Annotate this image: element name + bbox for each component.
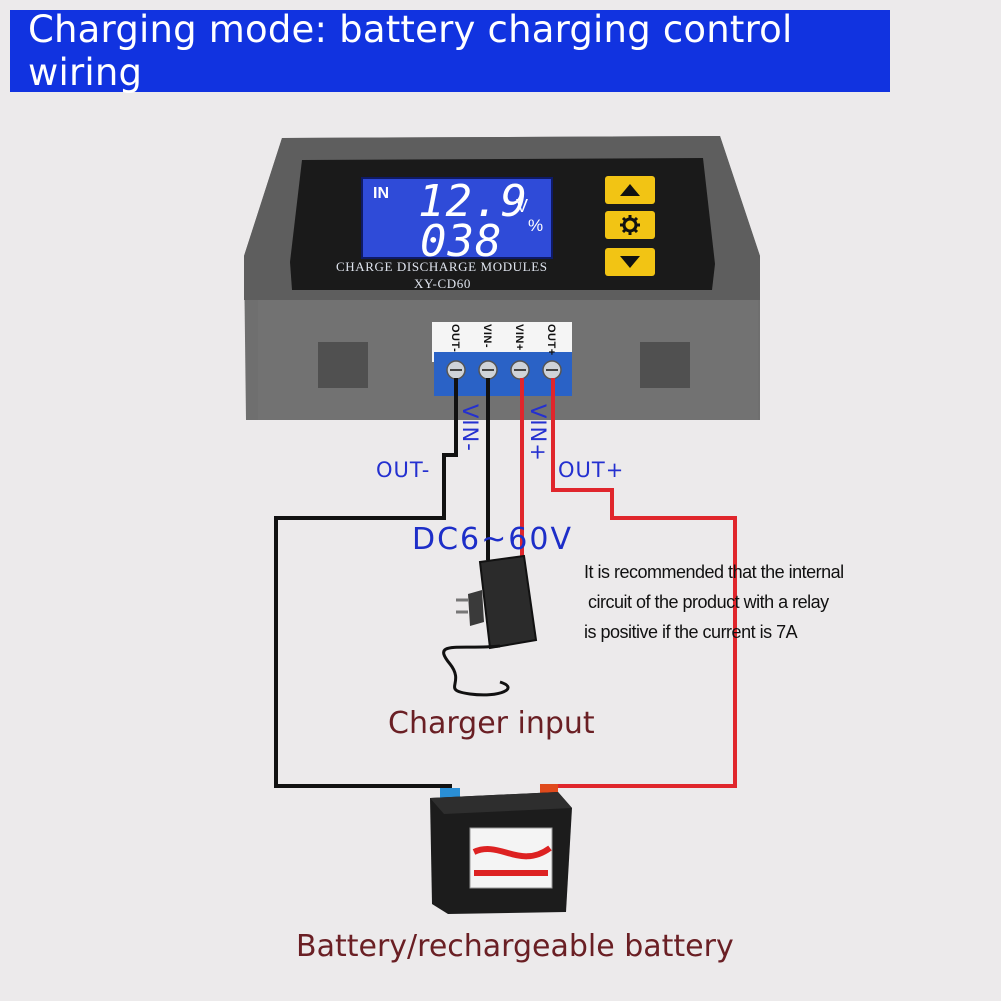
- charger-caption: Charger input: [388, 706, 595, 741]
- lcd-input-label: IN: [373, 185, 389, 202]
- lcd-voltage-readout: 12.9: [418, 176, 528, 227]
- wire-label-vin-minus: VIN-: [458, 404, 482, 452]
- wire-label-out-minus: OUT-: [376, 458, 431, 482]
- left-clip: [318, 342, 368, 388]
- page-title: Charging mode: battery charging control …: [28, 8, 793, 94]
- wire-label-vin-plus: VIN+: [526, 404, 550, 462]
- charger-adapter: [442, 554, 538, 697]
- gear-icon: [620, 215, 640, 235]
- battery-top: [430, 792, 572, 814]
- charger-body: [478, 554, 538, 650]
- note-line: It is recommended that the internal: [584, 562, 844, 582]
- down-button[interactable]: [605, 248, 655, 276]
- terminal-label-out-plus: OUT+: [545, 324, 557, 356]
- terminal-label-vin-minus: VIN-: [481, 324, 493, 348]
- up-arrow-icon: [620, 184, 640, 196]
- up-button[interactable]: [605, 176, 655, 204]
- lcd-percent-unit: %: [528, 216, 544, 235]
- wire-label-out-plus: OUT+: [558, 458, 625, 482]
- module-model: XY-CD60: [414, 276, 471, 291]
- lcd-screen: [361, 177, 553, 259]
- battery: [430, 784, 572, 914]
- relay-note: It is recommended that the internal circ…: [584, 557, 884, 647]
- module-name: CHARGE DISCHARGE MODULES: [336, 259, 548, 274]
- wires: [274, 378, 737, 788]
- lcd-percent-readout: 038: [420, 216, 503, 267]
- input-voltage-label: DC6~60V: [412, 522, 573, 557]
- down-arrow-icon: [620, 256, 640, 268]
- wire-out-minus: [274, 378, 458, 788]
- terminal-screws: [446, 360, 562, 380]
- lcd-voltage-unit: V: [516, 196, 529, 216]
- wire-out-plus: [548, 378, 737, 788]
- charger-cable: [442, 644, 510, 697]
- battery-sticker: [469, 827, 553, 889]
- right-clip: [640, 342, 690, 388]
- settings-button[interactable]: [605, 211, 655, 239]
- battery-caption: Battery/rechargeable battery: [296, 929, 734, 964]
- note-line: is positive if the current is 7A: [584, 622, 798, 642]
- title-banner: Charging mode: battery charging control …: [10, 8, 890, 94]
- terminal-label-out-minus: OUT-: [449, 324, 461, 353]
- note-line: circuit of the product with a relay: [588, 592, 829, 612]
- terminal-label-vin-plus: VIN+: [513, 324, 525, 351]
